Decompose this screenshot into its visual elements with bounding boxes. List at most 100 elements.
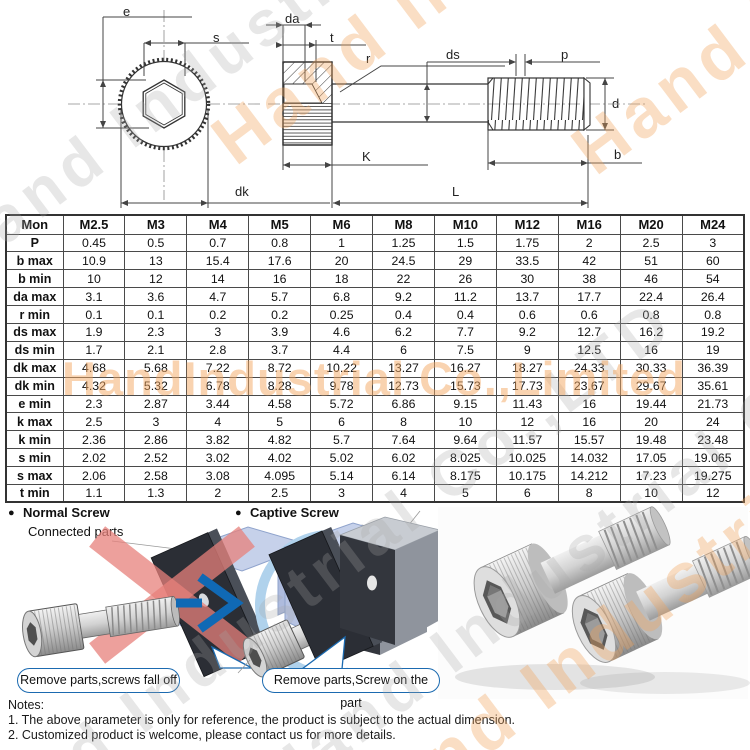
table-cell: 1.5 <box>433 233 497 253</box>
table-cell: 0.25 <box>310 305 374 324</box>
table-cell: 2.58 <box>124 466 188 485</box>
dim-label-K: K <box>362 149 371 164</box>
dim-label-ds: ds <box>446 47 460 62</box>
table-cell: 42 <box>557 251 621 271</box>
table-cell: 2.8 <box>186 340 250 360</box>
table-cell: 2.5 <box>248 483 312 503</box>
table-cell: 1.25 <box>372 233 435 253</box>
table-cell: 14.212 <box>557 466 621 485</box>
callout-wedge-left <box>210 645 253 669</box>
table-cell: 8.72 <box>248 358 312 378</box>
table-cell: 16 <box>557 412 621 432</box>
table-header-cell: M5 <box>248 214 312 235</box>
table-cell: 0.45 <box>62 233 126 253</box>
table-cell: 13 <box>124 251 188 271</box>
dim-ds <box>424 61 504 122</box>
shank-side-view <box>332 83 488 123</box>
table-cell: 12.7 <box>557 322 621 342</box>
table-cell: 17.23 <box>619 466 683 485</box>
table-cell: 5.72 <box>310 394 374 414</box>
dim-label-r: r <box>366 51 371 66</box>
table-cell: 16 <box>619 340 683 360</box>
table-cell: 4.32 <box>62 376 126 396</box>
table-cell: 10.025 <box>495 448 559 468</box>
table-cell: 5.02 <box>310 448 374 468</box>
table-cell: 6.78 <box>186 376 250 396</box>
table-cell: 1.9 <box>62 322 126 342</box>
table-cell: 0.2 <box>186 305 250 324</box>
table-cell: 3.44 <box>186 394 250 414</box>
normal-bullet-icon: ● <box>8 507 15 519</box>
table-cell: 2.3 <box>62 394 126 414</box>
table-cell: 5.7 <box>310 430 374 450</box>
table-cell: 9.2 <box>372 287 435 307</box>
table-cell: 7.22 <box>186 358 250 378</box>
table-cell: 10 <box>433 412 497 432</box>
row-label-cell: dk max <box>5 358 64 378</box>
table-cell: 16 <box>557 394 621 414</box>
table-cell: 2.5 <box>62 412 126 432</box>
table-cell: 10.175 <box>495 466 559 485</box>
table-cell: 0.7 <box>186 233 250 253</box>
table-cell: 4.7 <box>186 287 250 307</box>
table-header-cell: M24 <box>681 214 745 235</box>
table-cell: 0.2 <box>248 305 312 324</box>
box-part-captive <box>338 516 442 645</box>
table-cell: 2.1 <box>124 340 188 360</box>
row-label-cell: s min <box>5 448 64 468</box>
table-cell: 38 <box>557 269 621 289</box>
table-header-cell: M10 <box>433 214 497 235</box>
row-label-cell: b min <box>5 269 64 289</box>
table-cell: 19.065 <box>681 448 745 468</box>
screw-normal <box>22 595 180 658</box>
thread-side-view <box>487 76 591 132</box>
table-cell: 3.9 <box>248 322 312 342</box>
table-cell: 2 <box>557 233 621 253</box>
table-cell: 4.4 <box>310 340 374 360</box>
table-cell: 4.095 <box>248 466 312 485</box>
row-label-cell: ds min <box>5 340 64 360</box>
table-cell: 2 <box>186 483 250 503</box>
table-cell: 29 <box>433 251 497 271</box>
table-cell: 3.7 <box>248 340 312 360</box>
table-cell: 1.3 <box>124 483 188 503</box>
comparison-illustrations <box>22 506 750 699</box>
dim-t <box>276 40 366 82</box>
table-cell: 11.43 <box>495 394 559 414</box>
table-cell: 9 <box>495 340 559 360</box>
row-label-cell: b max <box>5 251 64 271</box>
table-cell: 1.1 <box>62 483 126 503</box>
table-cell: 4.6 <box>310 322 374 342</box>
table-cell: 0.5 <box>124 233 188 253</box>
table-cell: 6 <box>310 412 374 432</box>
normal-callout-bubble: Remove parts,screws fall off <box>17 668 180 693</box>
note-1: 1. The above parameter is only for refer… <box>8 713 515 727</box>
dim-label-L: L <box>452 184 460 199</box>
table-cell: 0.8 <box>681 305 745 324</box>
table-cell: 1.7 <box>62 340 126 360</box>
technical-drawing <box>68 10 648 208</box>
head-front-view <box>117 57 211 151</box>
table-cell: 0.8 <box>619 305 683 324</box>
captive-screw-illustration <box>237 516 442 680</box>
table-cell: 6.14 <box>372 466 435 485</box>
table-cell: 0.1 <box>62 305 126 324</box>
table-cell: 30.33 <box>619 358 683 378</box>
table-cell: 3.82 <box>186 430 250 450</box>
dim-label-s: s <box>213 30 220 45</box>
screw-captive-head <box>242 619 305 678</box>
row-label-cell: r min <box>5 305 64 324</box>
table-cell: 11.2 <box>433 287 497 307</box>
table-header-cell: M16 <box>557 214 621 235</box>
table-cell: 12 <box>495 412 559 432</box>
table-cell: 1.75 <box>495 233 559 253</box>
